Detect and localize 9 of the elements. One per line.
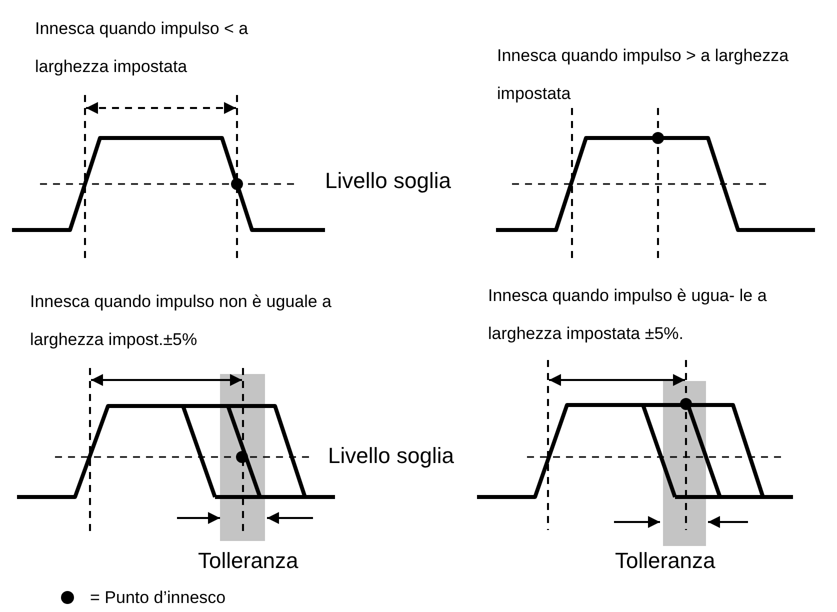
caption-text: Innesca quando impulso non è uguale a larghezza impost.±5% xyxy=(30,291,333,351)
threshold-label: Livello soglia xyxy=(328,443,454,469)
legend-text: = Punto d’innesco xyxy=(90,587,226,609)
caption-text: Innesca quando impulso < a larghezza impostata xyxy=(35,18,250,78)
caption-text: Innesca quando impulso è ugua- le a larghezza impostata ±5%. xyxy=(488,285,768,345)
caption-text: Innesca quando impulso > a larghezza impostata xyxy=(497,45,790,105)
threshold-label: Livello soglia xyxy=(325,168,451,194)
tolerance-label: Tolleranza xyxy=(615,548,716,574)
tolerance-label: Tolleranza xyxy=(198,548,298,574)
